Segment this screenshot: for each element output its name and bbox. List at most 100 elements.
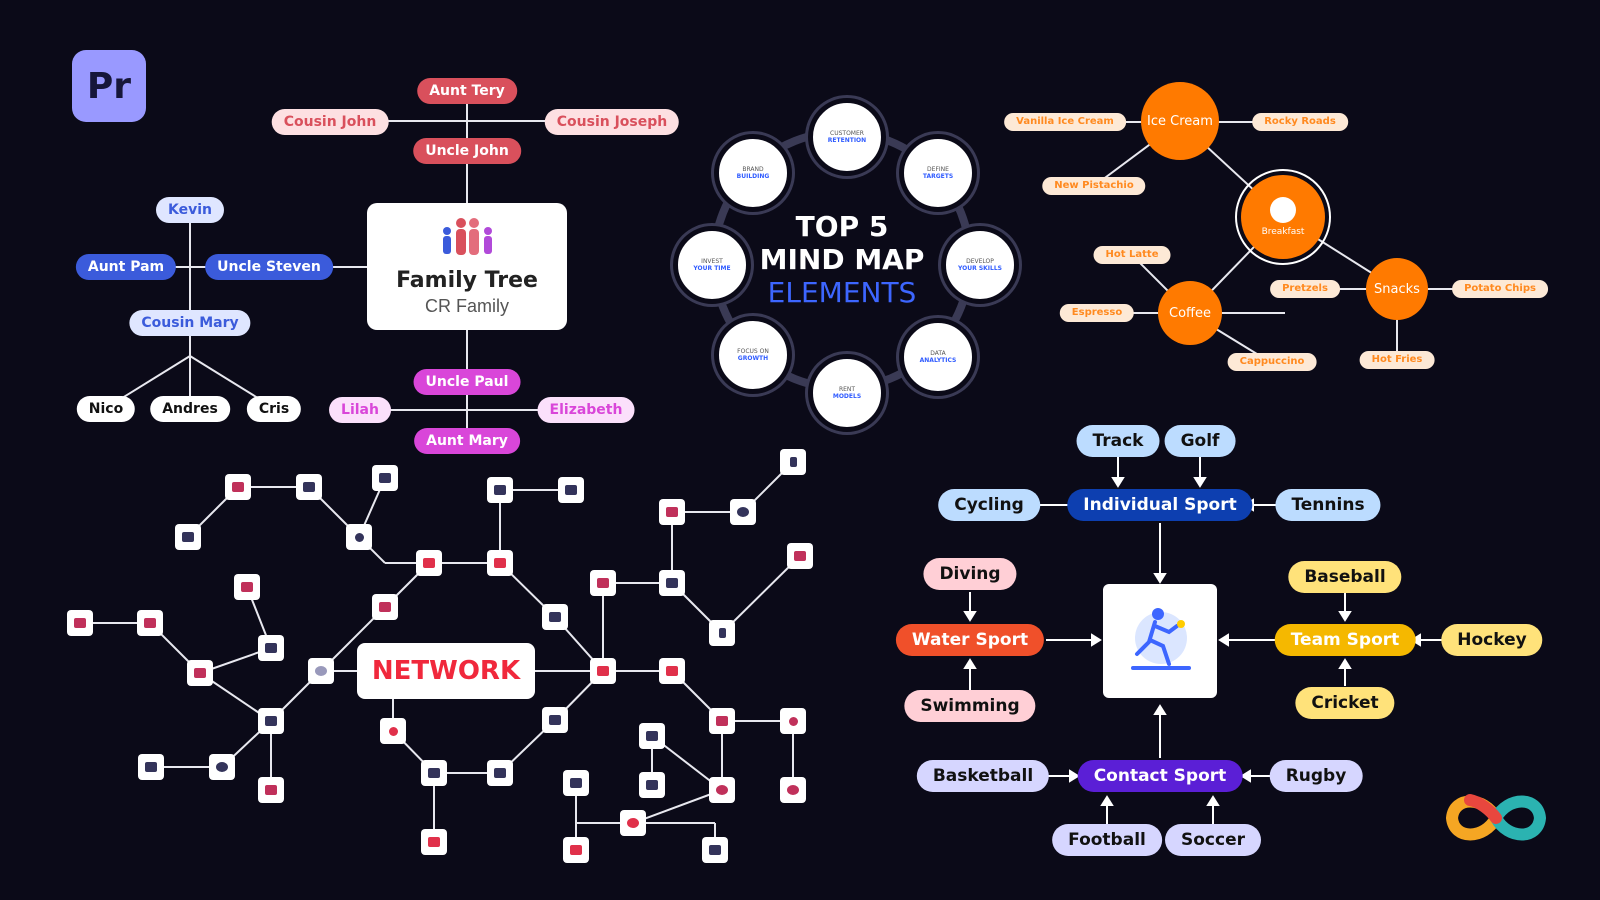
family-node: Aunt Tery [417, 78, 517, 104]
chat-icon [590, 570, 616, 596]
shield-icon [542, 707, 568, 733]
chart-icon [234, 574, 260, 600]
sport-category-water: Water Sport [895, 624, 1045, 656]
group-icon [258, 708, 284, 734]
cloud-icon [659, 658, 685, 684]
breakfast-item: Espresso [1059, 304, 1135, 322]
bag-icon [639, 772, 665, 798]
breakfast-hub: Coffee [1158, 281, 1222, 345]
clock-icon [209, 754, 235, 780]
mind-map-title-line3: ELEMENTS [767, 276, 917, 309]
sport-item: Rugby [1269, 760, 1363, 792]
mind-map-title-line1: TOP 5 [795, 210, 889, 243]
screen-icon [558, 477, 584, 503]
keyboard-icon [563, 770, 589, 796]
family-node: Lilah [329, 397, 391, 423]
breakfast-item: Vanilla Ice Cream [1004, 113, 1126, 131]
monitor-icon [296, 474, 322, 500]
family-node: Cousin Mary [129, 310, 251, 336]
sport-item: Hockey [1441, 624, 1543, 656]
robot-icon [563, 837, 589, 863]
family-node: Uncle Paul [413, 369, 521, 395]
sport-item: Cricket [1295, 687, 1395, 719]
family-node: Kevin [156, 197, 224, 223]
family-node: Cousin John [271, 109, 389, 135]
running-icon [1131, 608, 1191, 670]
breakfast-icon [1270, 197, 1296, 223]
sport-item: Basketball [916, 760, 1050, 792]
target-icon [780, 777, 806, 803]
cloud-icon [416, 550, 442, 576]
sport-item: Golf [1164, 425, 1236, 457]
cloud-icon [590, 658, 616, 684]
car-icon [138, 754, 164, 780]
breakfast-item: New Pistachio [1042, 177, 1146, 195]
family-node: Cris [246, 396, 302, 422]
family-tree-card: Family Tree CR Family [367, 203, 567, 330]
mobile-icon [780, 449, 806, 475]
gear-icon [620, 810, 646, 836]
sport-category-individual: Individual Sport [1067, 489, 1253, 521]
sport-item: Diving [923, 558, 1017, 590]
globe-icon [709, 777, 735, 803]
laptop-icon [175, 524, 201, 550]
sport-item: Swimming [904, 690, 1036, 722]
mobile-icon [542, 604, 568, 630]
printer-icon [702, 837, 728, 863]
globe-icon [308, 658, 334, 684]
breakfast-item: Potato Chips [1452, 280, 1548, 298]
family-node: Andres [150, 396, 230, 422]
breakfast-item: Hot Latte [1093, 246, 1171, 264]
search-icon [380, 718, 406, 744]
calendar-icon [372, 594, 398, 620]
family-node: Uncle Steven [205, 254, 333, 280]
breakfast-item: Pretzels [1270, 280, 1340, 298]
globe-icon [730, 499, 756, 525]
image-icon [787, 543, 813, 569]
email-icon [487, 550, 513, 576]
laptop-icon [187, 660, 213, 686]
sport-category-contact: Contact Sport [1077, 760, 1243, 792]
mind-map-title: TOP 5 MIND MAP ELEMENTS [712, 210, 972, 309]
premiere-pro-logo: Pr [72, 50, 146, 122]
breakfast-hub: Ice Cream [1141, 82, 1219, 160]
flag-icon [659, 499, 685, 525]
family-tree-title: Family Tree [396, 268, 538, 293]
sport-item: Tennins [1275, 489, 1381, 521]
mind-map-title-line2: MIND MAP [759, 243, 925, 276]
breakfast-center-node: Breakfast [1241, 175, 1325, 259]
family-tree-subtitle: CR Family [425, 296, 509, 316]
upload-icon [421, 829, 447, 855]
user-desk-icon [487, 760, 513, 786]
phone-icon [709, 620, 735, 646]
family-node: Uncle John [413, 138, 521, 164]
headphones-icon [372, 465, 398, 491]
sport-item: Baseball [1288, 561, 1402, 593]
location-pin-icon [346, 524, 372, 550]
sport-item: Track [1076, 425, 1160, 457]
share-icon [487, 477, 513, 503]
location-pin-icon [780, 708, 806, 734]
breakfast-item: Cappuccino [1227, 353, 1317, 371]
sport-item: Cycling [938, 489, 1040, 521]
document-icon [421, 760, 447, 786]
family-node: Cousin Joseph [544, 109, 680, 135]
network-icon [225, 474, 251, 500]
rocket-icon [258, 777, 284, 803]
presentation-icon [137, 610, 163, 636]
family-node: Aunt Mary [414, 428, 520, 454]
family-node: Aunt Pam [75, 254, 177, 280]
infinity-loop-logo [1445, 794, 1547, 841]
graph-icon [659, 570, 685, 596]
network-label: NETWORK [357, 643, 535, 699]
camera-icon [639, 723, 665, 749]
family-node: Nico [76, 396, 136, 422]
network-icon [709, 708, 735, 734]
network-icon [67, 610, 93, 636]
